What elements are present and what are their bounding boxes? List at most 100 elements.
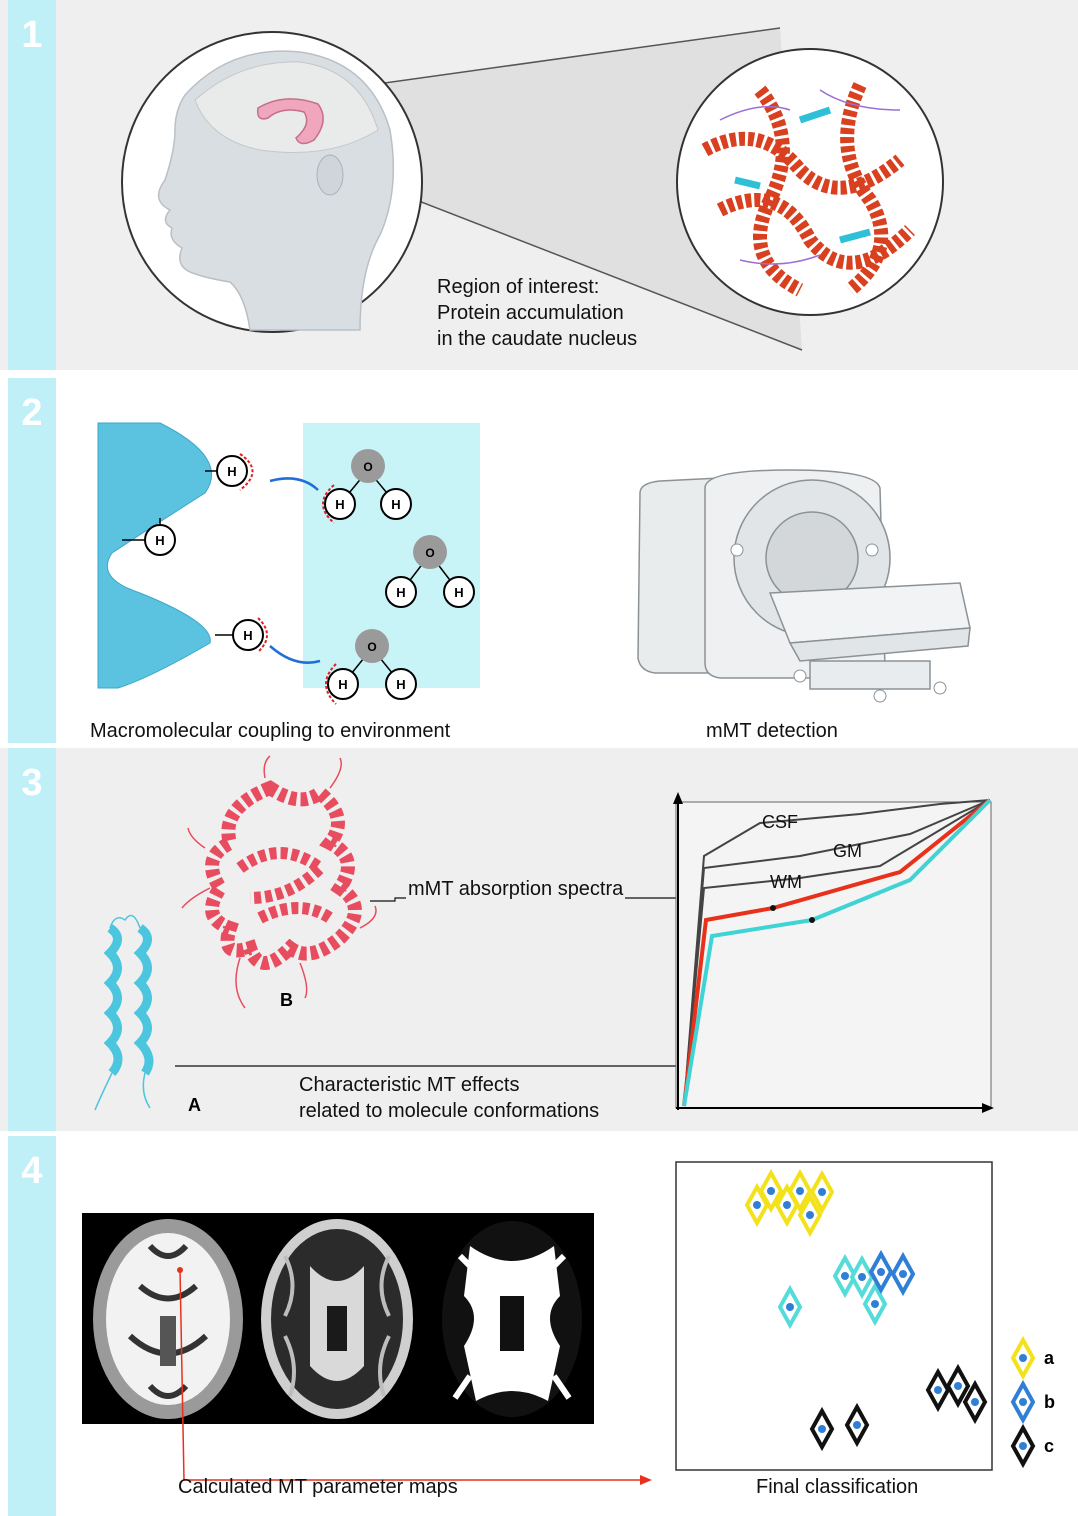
ear <box>316 154 344 196</box>
class-point-a-center <box>796 1187 804 1195</box>
protein-structure <box>701 82 915 297</box>
atom-o-label: O <box>367 640 376 654</box>
hydrogen-atom <box>385 668 417 700</box>
hydrogen-atom <box>144 524 176 556</box>
mt-map-2 <box>261 1219 413 1419</box>
protein-b-structure <box>181 755 377 1009</box>
mri-scanner-illustration <box>637 469 971 703</box>
oxygen-atom <box>413 535 447 569</box>
panel-1: 1 Region of interest: Protein accumulati… <box>0 0 1078 370</box>
caudate-nucleus <box>256 98 324 145</box>
hydrogen-atom <box>443 576 475 608</box>
effects-label-line1: Characteristic MT effects <box>299 1074 520 1096</box>
atom-h-label: H <box>155 533 164 548</box>
spectra-point-cyan <box>809 917 815 923</box>
oxygen-atom <box>355 629 389 663</box>
panel-3-illustration: A B CSF GM WM <box>94 755 994 1115</box>
legend-label-c: c <box>1044 1436 1054 1456</box>
atom-h-label: H <box>391 497 400 512</box>
hydrogen-atom <box>385 576 417 608</box>
classification-legend: a b c <box>1010 1335 1055 1469</box>
hydrogen-atom <box>327 668 359 700</box>
spectra-label: mMT absorption spectra <box>406 878 626 901</box>
class-point-c-center <box>934 1386 942 1394</box>
class-point-cyan-center <box>858 1273 866 1281</box>
legend-label-b: b <box>1044 1392 1055 1412</box>
panel-4-illustration: a b c <box>82 1161 1055 1485</box>
panel-3-stripe <box>8 748 56 1131</box>
x-axis-arrow <box>982 1103 994 1113</box>
legend-label-a: a <box>1044 1348 1055 1368</box>
curve-gm-label: GM <box>833 841 862 861</box>
legend-marker-b-center <box>1019 1398 1027 1406</box>
coupling-label: Macromolecular coupling to environment <box>90 720 451 742</box>
hydrogen-atom <box>216 455 248 487</box>
mt-map-3 <box>442 1221 582 1417</box>
arrow-head <box>640 1475 652 1485</box>
panel-3-number: 3 <box>21 762 43 804</box>
protein-b-label: B <box>280 990 293 1010</box>
class-point-a-center <box>806 1211 814 1219</box>
class-point-cyan-center <box>871 1300 879 1308</box>
legend-marker-a-center <box>1019 1354 1027 1362</box>
class-point-a-center <box>767 1187 775 1195</box>
classification-label: Final classification <box>756 1476 919 1498</box>
effects-label-line2: related to molecule conformations <box>299 1100 600 1122</box>
alpha-helix <box>97 422 213 689</box>
panel-1-illustration <box>121 27 944 351</box>
atom-o-label: O <box>425 546 434 560</box>
y-axis-arrow <box>673 792 683 804</box>
class-point-b-center <box>899 1270 907 1278</box>
panel-4-stripe <box>8 1136 56 1516</box>
class-point-c-center <box>818 1425 826 1433</box>
curve-wm <box>683 799 991 1107</box>
panel-4-number: 4 <box>21 1150 43 1192</box>
spectra-point-red <box>770 905 776 911</box>
atom-h-label: H <box>335 497 344 512</box>
atom-h-label: H <box>454 585 463 600</box>
maps-label: Calculated MT parameter maps <box>178 1476 458 1498</box>
coupling-arrow-bottom <box>269 645 321 664</box>
mt-map-1 <box>93 1219 243 1419</box>
atom-h-label: H <box>396 585 405 600</box>
classification-plot-frame <box>675 1161 993 1471</box>
detection-label: mMT detection <box>706 720 838 742</box>
class-point-b-center <box>877 1268 885 1276</box>
maps-to-classification-arrow <box>179 1269 648 1481</box>
class-point-cyan-center <box>841 1272 849 1280</box>
hydrogen-atom <box>380 488 412 520</box>
hydrogen-atom <box>324 488 356 520</box>
class-point-a-center <box>753 1201 761 1209</box>
protein-a-label: A <box>188 1095 201 1115</box>
curve-wm-label: WM <box>770 872 802 892</box>
roi-label-line1: Region of interest: <box>437 276 600 298</box>
water-environment <box>303 423 480 688</box>
roi-label-line2: Protein accumulation <box>437 302 624 324</box>
panel-2-stripe <box>8 378 56 743</box>
roi-label-line3: in the caudate nucleus <box>437 328 638 350</box>
classification-points <box>744 1168 988 1452</box>
atom-h-label: H <box>227 464 236 479</box>
class-point-cyan-center <box>786 1303 794 1311</box>
coupling-arrow-top <box>269 477 319 491</box>
class-point-c-center <box>853 1421 861 1429</box>
atom-h-label: H <box>396 677 405 692</box>
panel-2: 2 <box>0 378 1078 743</box>
atom-h-label: H <box>243 628 252 643</box>
panel-3: 3 A B CSF GM <box>0 748 1078 1131</box>
class-point-a-center <box>818 1188 826 1196</box>
atom-h-label: H <box>338 677 347 692</box>
panel-2-illustration: H H H H H H H H H O O O <box>97 422 971 705</box>
oxygen-atom <box>351 449 385 483</box>
panel-1-stripe <box>8 0 56 370</box>
class-point-c-center <box>954 1382 962 1390</box>
panel-1-number: 1 <box>21 14 43 56</box>
hydrogen-atom <box>232 619 264 651</box>
protein-a-structure <box>94 914 154 1111</box>
curve-csf-label: CSF <box>762 812 798 832</box>
atom-o-label: O <box>363 460 372 474</box>
curve-gm <box>683 799 991 1107</box>
class-point-a-center <box>783 1201 791 1209</box>
panel-2-number: 2 <box>21 392 43 434</box>
